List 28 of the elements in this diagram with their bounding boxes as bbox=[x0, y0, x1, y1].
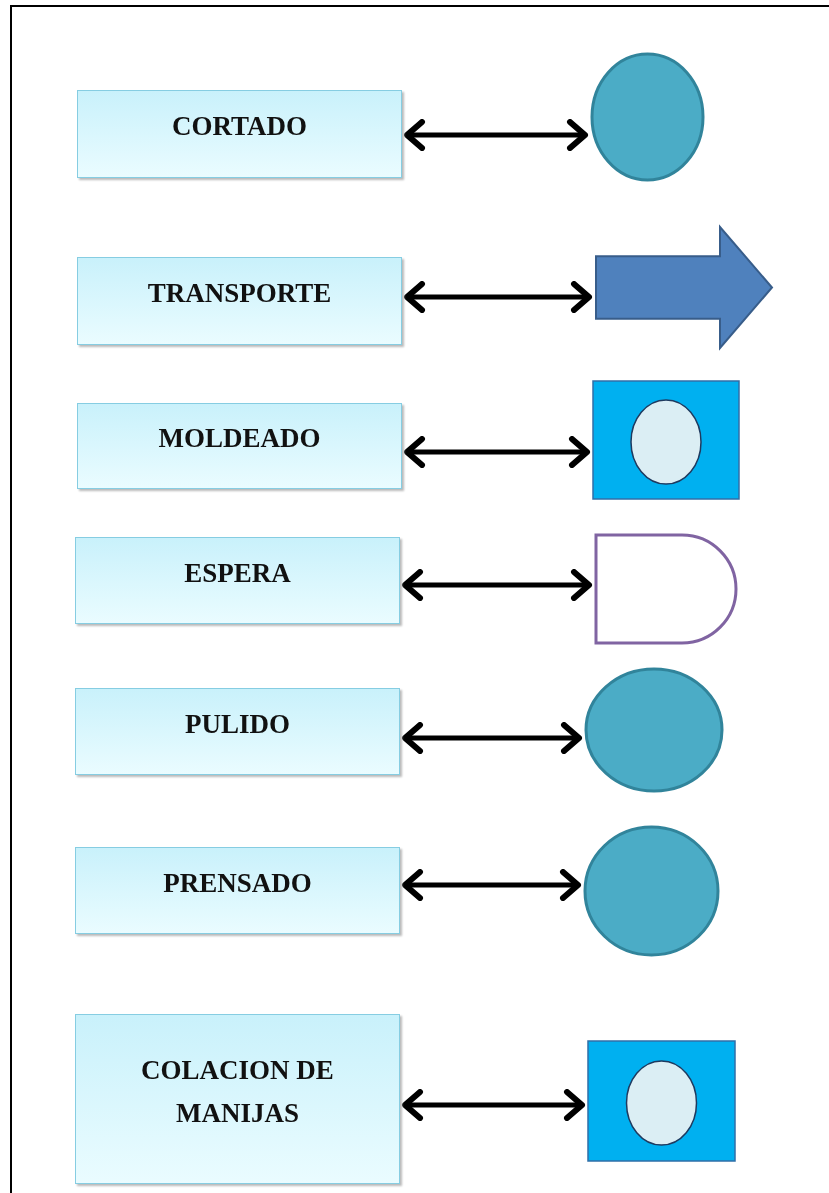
operation-circle bbox=[584, 667, 724, 793]
transport-symbol bbox=[594, 225, 774, 350]
double-arrow bbox=[402, 569, 592, 601]
inspection-symbol bbox=[587, 1040, 736, 1162]
double-arrow bbox=[402, 1089, 585, 1121]
delay-symbol bbox=[594, 533, 738, 645]
process-label: MOLDEADO bbox=[158, 422, 321, 456]
double-arrow bbox=[404, 281, 592, 313]
process-label: COLACION DE MANIJAS bbox=[140, 1053, 335, 1130]
process-label: TRANSPORTE bbox=[147, 277, 332, 311]
process-label: PRENSADO bbox=[163, 866, 312, 900]
double-arrow bbox=[402, 869, 581, 901]
process-label: ESPERA bbox=[184, 556, 291, 590]
inspection-symbol bbox=[592, 380, 740, 500]
process-box bbox=[75, 537, 400, 624]
process-box bbox=[75, 1014, 400, 1184]
operation-circle bbox=[590, 52, 705, 182]
double-arrow bbox=[402, 722, 582, 754]
double-arrow bbox=[404, 436, 590, 468]
process-box bbox=[77, 403, 402, 489]
process-box bbox=[75, 688, 400, 775]
operation-circle bbox=[583, 825, 720, 957]
process-box bbox=[77, 257, 402, 345]
double-arrow bbox=[404, 119, 588, 151]
process-label: CORTADO bbox=[171, 110, 308, 144]
process-label: PULIDO bbox=[185, 707, 290, 741]
process-box bbox=[75, 847, 400, 934]
process-box bbox=[77, 90, 402, 178]
